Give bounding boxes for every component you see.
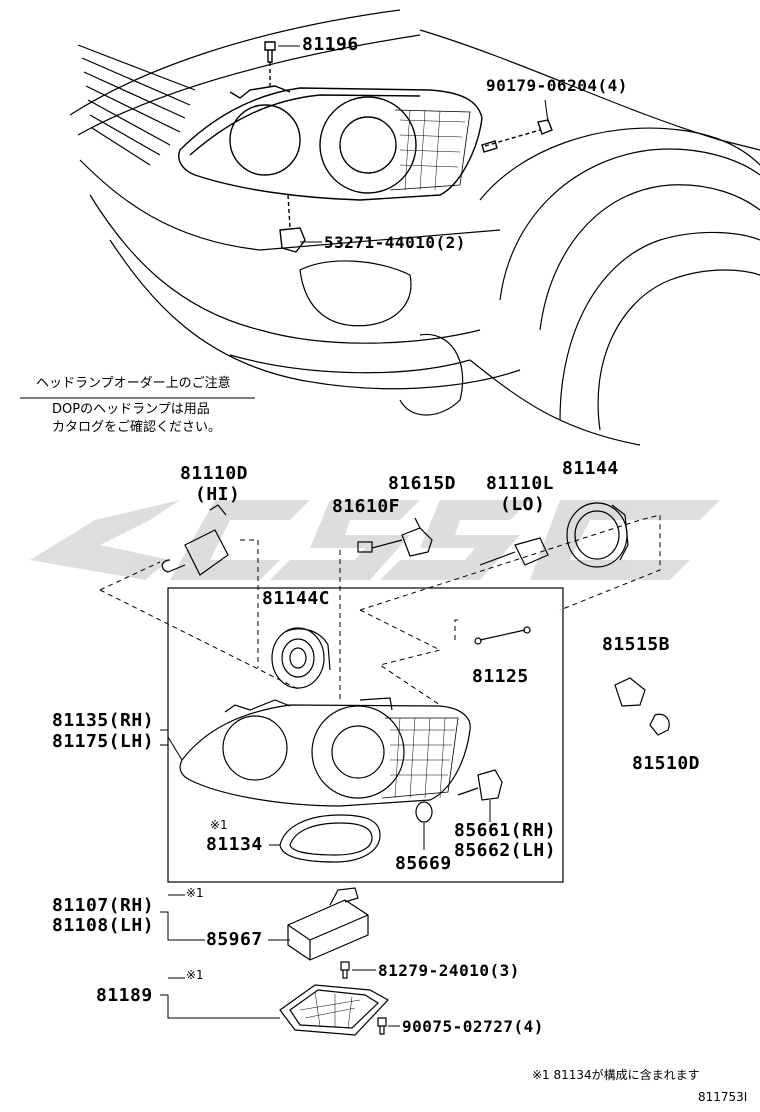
leader-lines-mid [160,729,491,850]
bulbs-row [161,502,670,736]
part-label-81107-rh: 81107(RH) [52,895,155,916]
leader-lines-bottom [160,894,400,1027]
part-label-81196: 81196 [302,34,359,55]
part-label-53271-44010: 53271-44010(2) [324,233,466,252]
part-label-81610f: 81610F [332,496,401,517]
part-label-81125: 81125 [472,666,529,687]
part-label-81615d: 81615D [388,473,457,494]
upper-headlamp [178,41,553,253]
part-label-81110d-hi: (HI) [195,484,241,505]
part-label-81135-rh: 81135(RH) [52,710,155,731]
diagram-id: 811753I [698,1090,748,1104]
footnote-mark-81134: ※1 [210,818,228,832]
part-label-85662-lh: 85662(LH) [454,840,557,861]
part-label-81279-24010: 81279-24010(3) [378,961,520,980]
part-label-85661-rh: 85661(RH) [454,820,557,841]
car-body-outline [69,9,760,446]
part-label-81134: 81134 [206,834,263,855]
part-label-81144c: 81144C [262,588,331,609]
dashed-leaders-mid [99,514,661,706]
part-label-85967: 85967 [206,929,263,950]
part-label-81110d: 81110D [180,463,249,484]
part-label-81510d: 81510D [632,753,701,774]
part-label-81144: 81144 [562,458,619,479]
footnote-text: ※1 81134が構成に含まれます [532,1068,700,1082]
footnote-mark-81107: ※1 [186,886,204,900]
part-label-90075-02727: 90075-02727(4) [402,1017,544,1036]
notice-title: ヘッドランプオーダー上のご注意 [36,376,231,391]
footnote-mark-81189: ※1 [186,968,204,982]
part-label-81110l: 81110L [486,473,555,494]
part-label-81108-lh: 81108(LH) [52,915,155,936]
leader-lines-top [20,45,549,399]
part-label-81189: 81189 [96,985,153,1006]
part-label-81110l-lo: (LO) [500,494,546,515]
notice-line-2: カタログをご確認ください。 [52,420,222,435]
part-label-81175-lh: 81175(LH) [52,731,155,752]
lower-assemblies [279,887,389,1036]
part-label-90179-06204: 90179-06204(4) [486,76,628,95]
part-label-81515b: 81515B [602,634,671,655]
part-label-85669: 85669 [395,853,452,874]
notice-line-1: DOPのヘッドランプは用品 [52,402,210,417]
